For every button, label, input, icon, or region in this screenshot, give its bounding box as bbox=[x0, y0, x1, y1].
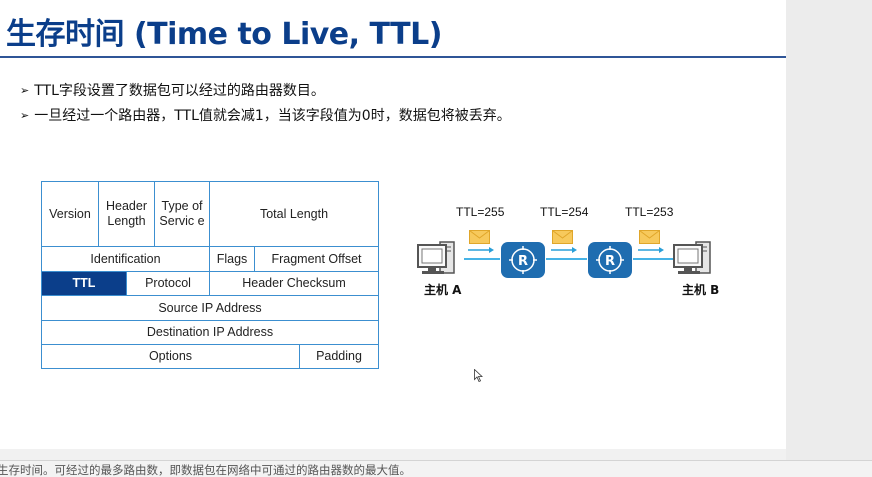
router-symbol: R bbox=[518, 254, 528, 269]
ttl-network-diagram: TTL=255 TTL=254 TTL=253 bbox=[410, 195, 740, 305]
speaker-notes-pane[interactable]: 生存时间。可经过的最多路由数，即数据包在网络中可通过的路由器数的最大值。 bbox=[0, 460, 872, 477]
bullet-item: ➢ 一旦经过一个路由器，TTL值就会减1，当该字段值为0时，数据包将被丢弃。 bbox=[20, 105, 511, 125]
slide-canvas: 生存时间 (Time to Live, TTL) ➢ TTL字段设置了数据包可以… bbox=[0, 0, 786, 449]
envelope-icon bbox=[552, 230, 573, 244]
flags-cell: Flags bbox=[210, 247, 255, 272]
header-checksum-cell: Header Checksum bbox=[210, 272, 378, 296]
mouse-cursor-icon bbox=[474, 369, 483, 382]
ttl-label: TTL=254 bbox=[540, 205, 589, 219]
host-b-pc-icon bbox=[673, 241, 711, 274]
bullet-text: 一旦经过一个路由器，TTL值就会减1，当该字段值为0时，数据包将被丢弃。 bbox=[34, 108, 511, 124]
ttl-label: TTL=255 bbox=[456, 205, 505, 219]
router-icon: R bbox=[588, 242, 632, 278]
total-length-cell: Total Length bbox=[210, 182, 378, 247]
speaker-notes-text: 生存时间。可经过的最多路由数，即数据包在网络中可通过的路由器数的最大值。 bbox=[0, 463, 411, 477]
fragment-offset-cell: Fragment Offset bbox=[255, 247, 378, 272]
ip-header-table: Version Header Length Type of Servic e T… bbox=[41, 181, 379, 369]
flow-arrow-icon bbox=[638, 247, 664, 253]
bullet-arrow-icon: ➢ bbox=[20, 83, 30, 97]
header-length-cell: Header Length bbox=[99, 182, 155, 247]
slide-title: 生存时间 (Time to Live, TTL) bbox=[6, 17, 442, 52]
router-icon: R bbox=[501, 242, 545, 278]
bullet-item: ➢ TTL字段设置了数据包可以经过的路由器数目。 bbox=[20, 80, 325, 100]
envelope-icon bbox=[639, 230, 660, 244]
padding-cell: Padding bbox=[316, 349, 362, 363]
router-symbol: R bbox=[605, 254, 615, 269]
host-a-pc-icon bbox=[417, 241, 455, 274]
title-divider bbox=[0, 56, 786, 58]
network-link bbox=[546, 258, 587, 260]
host-b-label: 主机 B bbox=[682, 283, 720, 297]
bullet-arrow-icon: ➢ bbox=[20, 108, 30, 122]
bullet-text: TTL字段设置了数据包可以经过的路由器数目。 bbox=[34, 83, 325, 99]
version-cell: Version bbox=[42, 182, 99, 247]
envelope-icon bbox=[469, 230, 490, 244]
type-of-service-cell: Type of Servic e bbox=[155, 182, 210, 247]
flow-arrow-icon bbox=[468, 247, 494, 253]
network-link bbox=[633, 258, 675, 260]
protocol-cell: Protocol bbox=[127, 272, 210, 296]
slide-bottom-margin bbox=[0, 449, 786, 460]
network-link bbox=[464, 258, 500, 260]
ttl-cell: TTL bbox=[42, 272, 127, 296]
host-a-label: 主机 A bbox=[424, 283, 462, 297]
identification-cell: Identification bbox=[42, 247, 210, 272]
flow-arrow-icon bbox=[551, 247, 577, 253]
ttl-label: TTL=253 bbox=[625, 205, 674, 219]
options-cell: Options bbox=[42, 345, 300, 368]
source-ip-cell: Source IP Address bbox=[42, 296, 378, 321]
destination-ip-cell: Destination IP Address bbox=[42, 321, 378, 345]
editor-side-panel bbox=[786, 0, 872, 460]
